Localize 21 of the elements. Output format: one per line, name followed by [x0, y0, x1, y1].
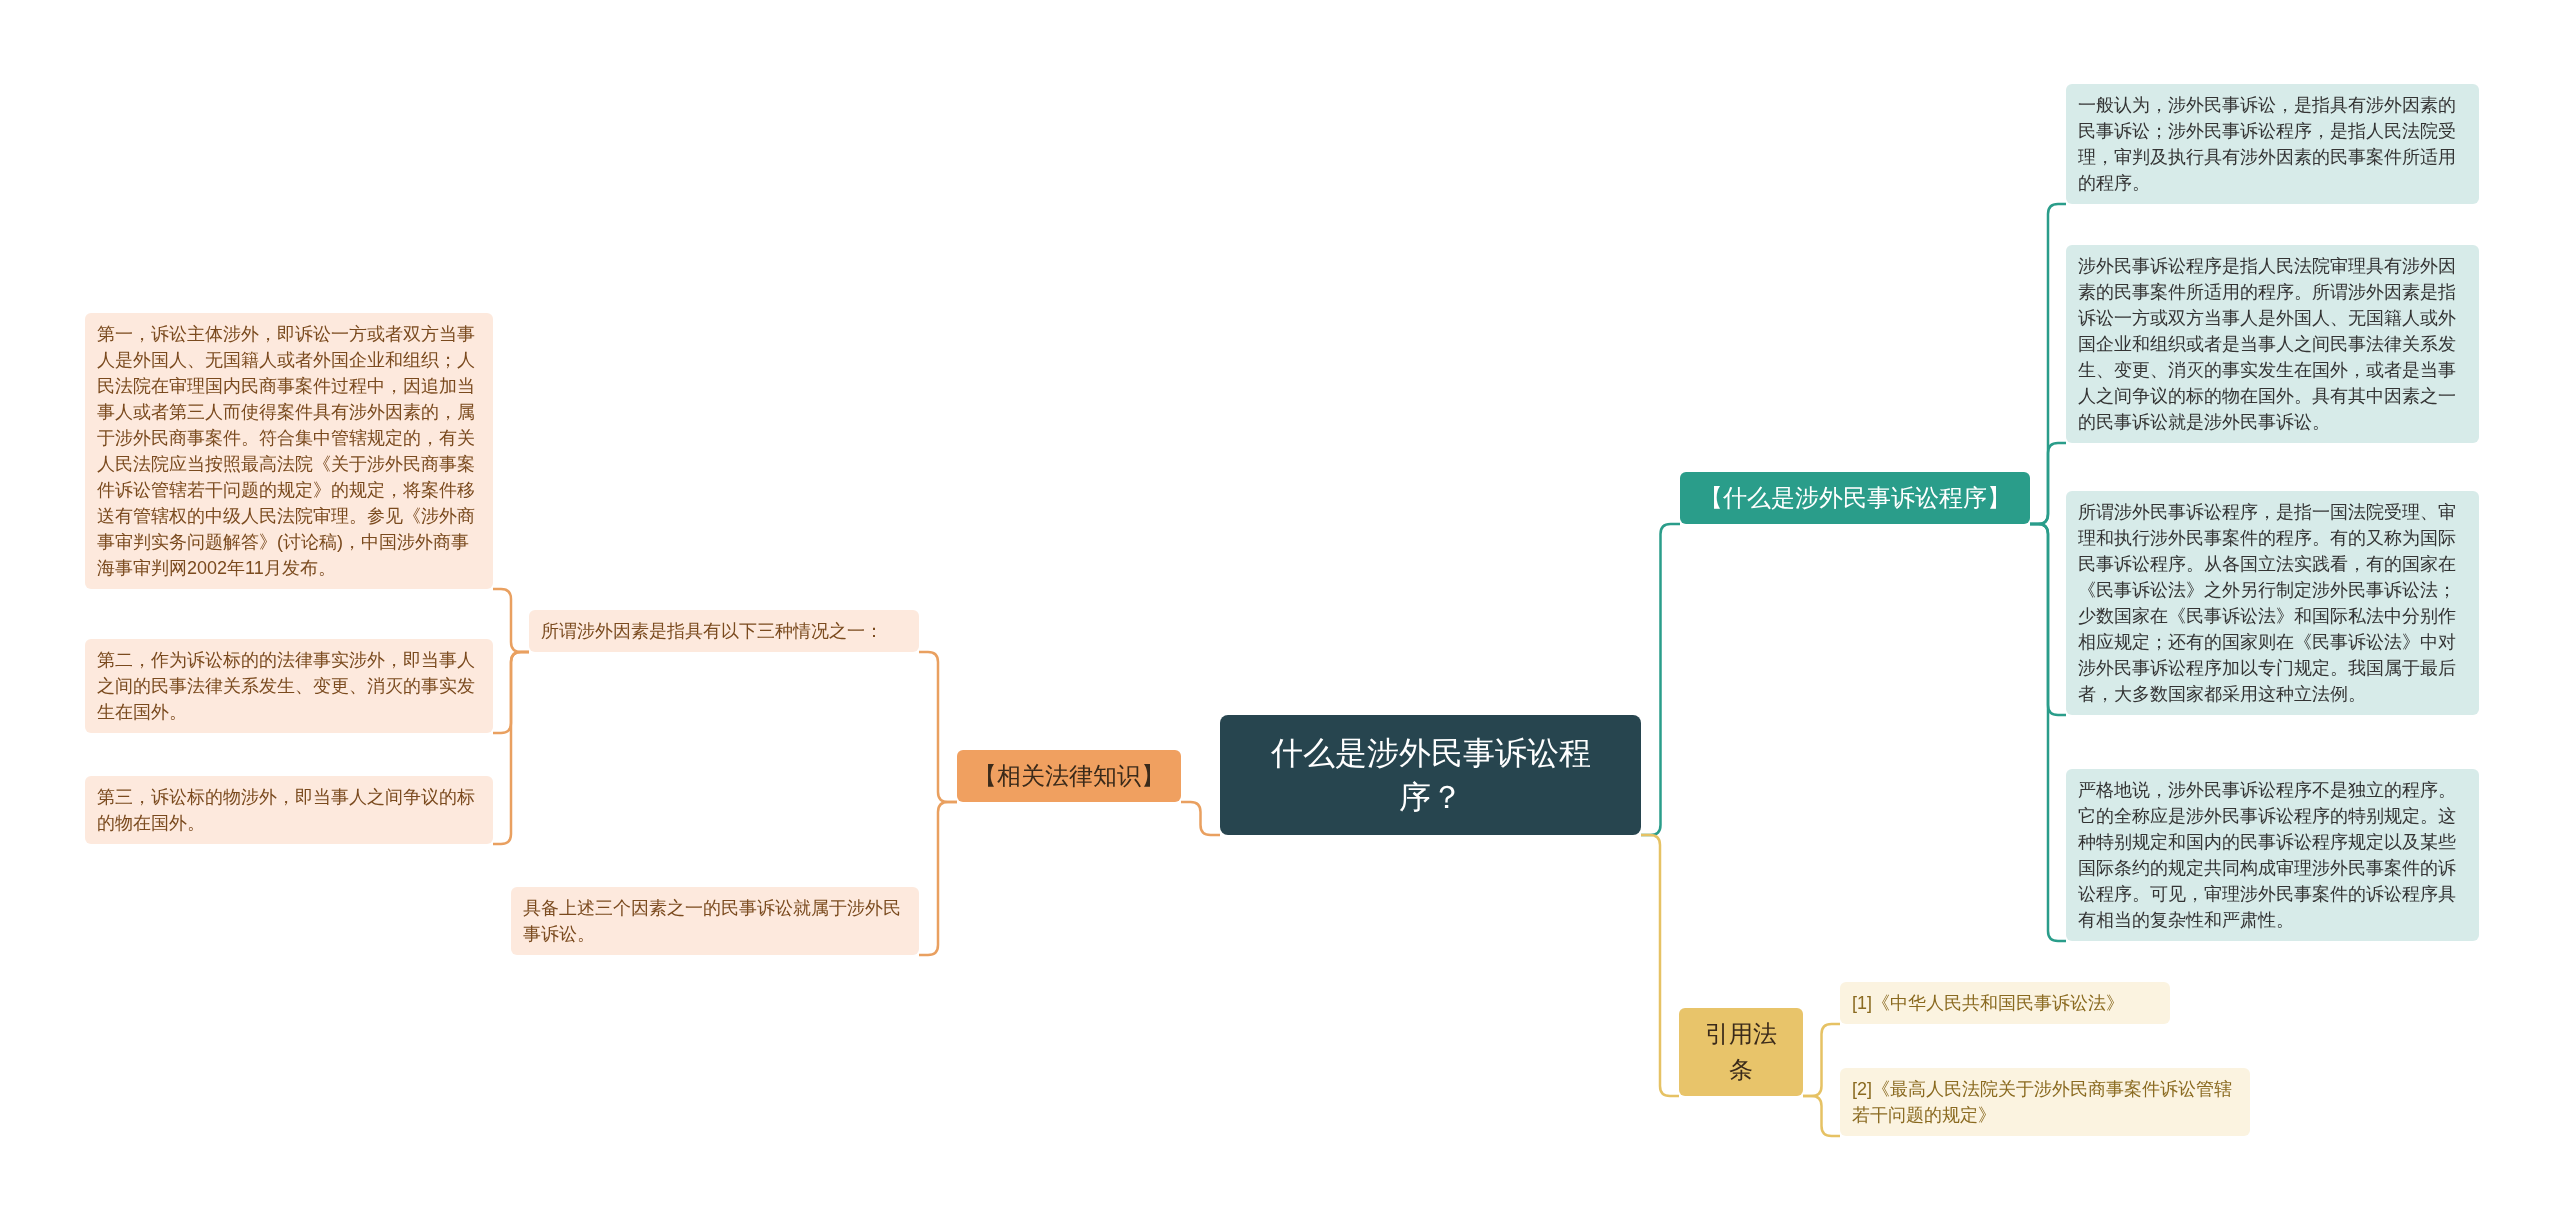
connector-line	[1641, 833, 1679, 1098]
note-card: 一般认为，涉外民事诉讼，是指具有涉外因素的民事诉讼；涉外民事诉讼程序，是指人民法院受理，审判及执行具有涉外因素的民事案件所适用的程序。	[2066, 84, 2479, 204]
branch-topic: 【相关法律知识】	[957, 750, 1181, 802]
note-card: 涉外民事诉讼程序是指人民法院审理具有涉外因素的民事案件所适用的程序。所谓涉外因素是指诉讼一方或双方当事人是外国人、无国籍人或外国企业和组织或者是当事人之间民事法律关系发生、变更、消灭的事实发生在国外，或者是当事人之间争议的标的物在国外。具有其中因素之一的民事诉讼就是涉外民事诉讼。	[2066, 245, 2479, 443]
connector-line	[2030, 522, 2066, 943]
note-card: 第三，诉讼标的物涉外，即当事人之间争议的标的物在国外。	[85, 776, 493, 844]
central-topic: 什么是涉外民事诉讼程序？	[1220, 715, 1641, 835]
connector-line	[919, 800, 957, 957]
connector-line	[1181, 800, 1220, 837]
branch-topic: 引用法条	[1679, 1008, 1803, 1096]
reference-card: [1]《中华人民共和国民事诉讼法》	[1840, 982, 2170, 1024]
connector-line	[1803, 1094, 1840, 1138]
note-card: 第一，诉讼主体涉外，即诉讼一方或者双方当事人是外国人、无国籍人或者外国企业和组织；人民法院在审理国内民商事案件过程中，因追加当事人或者第三人而使得案件具有涉外因素的，属于涉外民商事案件。符合集中管辖规定的，有关人民法院应当按照最高法院《关于涉外民商事案件诉讼管辖若干问题的规定》的规定，将案件移送有管辖权的中级人民法院审理。参见《涉外商事审判实务问题解答》(讨论稿)，中国涉外商事海事审判网2002年11月发布。	[85, 313, 493, 589]
note-card: 所谓涉外民事诉讼程序，是指一国法院受理、审理和执行涉外民事案件的程序。有的又称为国际民事诉讼程序。从各国立法实践看，有的国家在《民事诉讼法》之外另行制定涉外民事诉讼法；少数国家在《民事诉讼法》和国际私法中分别作相应规定；还有的国家则在《民事诉讼法》中对涉外民事诉讼程序加以专门规定。我国属于最后者，大多数国家都采用这种立法例。	[2066, 491, 2479, 715]
subtopic-card: 具备上述三个因素之一的民事诉讼就属于涉外民事诉讼。	[511, 887, 919, 955]
note-card: 第二，作为诉讼标的的法律事实涉外，即当事人之间的民事法律关系发生、变更、消灭的事实发生在国外。	[85, 639, 493, 733]
branch-topic: 【什么是涉外民事诉讼程序】	[1680, 472, 2030, 524]
connector-line	[493, 650, 529, 846]
subtopic-card: 所谓涉外因素是指具有以下三种情况之一：	[529, 610, 919, 652]
note-card: 严格地说，涉外民事诉讼程序不是独立的程序。它的全称应是涉外民事诉讼程序的特别规定。这种特别规定和国内的民事诉讼程序规定以及某些国际条约的规定共同构成审理涉外民事案件的诉讼程序。可见，审理涉外民事案件的诉讼程序具有相当的复杂性和严肃性。	[2066, 769, 2479, 941]
reference-card: [2]《最高人民法院关于涉外民商事案件诉讼管辖若干问题的规定》	[1840, 1068, 2250, 1136]
